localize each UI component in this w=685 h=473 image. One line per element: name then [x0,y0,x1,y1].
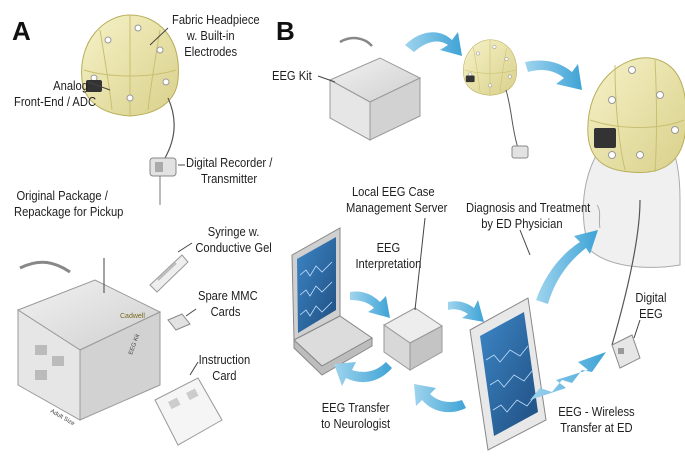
label-interpretation: EEG Interpretation [355,240,422,271]
panel-b-tablet [469,297,547,451]
label-recorder: Digital Recorder / Transmitter [186,155,273,186]
panel-b-server [383,217,443,371]
label-transfer-neurologist: EEG Transfer to Neurologist [321,400,391,431]
box-brand-text: Cadwell [120,313,145,320]
label-diagnosis: Diagnosis and Treatment by ED Physician [466,200,591,231]
label-server: Local EEG Case Management Server [346,184,448,215]
panel-a-recorder [149,157,185,205]
panel-a-headpiece [81,14,179,159]
arrow-server-to-laptop [334,362,392,386]
label-instruction-card: Instruction Card [198,352,251,383]
panel-a-syringe [149,242,193,293]
panel-b-eeg-kit [317,36,422,141]
panel-a-mmc-cards [167,308,197,331]
panel-b-digital-eeg [611,319,641,369]
leader-headpiece [149,27,169,46]
panel-a-instruction-card [154,361,223,446]
label-wireless-transfer: EEG - Wireless Transfer at ED [558,404,635,435]
arrow-kit-to-cap [405,32,462,56]
label-digital-eeg: Digital EEG [635,290,667,321]
panel-b-small-cap [463,39,529,159]
flow-arrows [334,32,606,413]
label-frontend: Analog Front-End / ADC [14,78,97,109]
panel-b-patient-head [582,57,685,346]
label-headpiece: Fabric Headpiece w. Built-in Electrodes [172,12,260,59]
arrow-tablet-to-head [536,230,598,304]
leader-frontend [87,81,111,91]
arrow-cap-to-head [525,60,582,90]
panel-a-letter: A [12,16,31,46]
label-syringe: Syringe w. Conductive Gel [195,224,272,255]
label-eeg-kit: EEG Kit [272,68,312,83]
leader-diagnosis [519,229,531,256]
arrow-tablet-to-laptop [414,384,466,413]
panel-b-letter: B [276,16,295,46]
arrow-wireless [530,352,606,400]
arrow-laptop-to-server [350,291,390,318]
label-mmc: Spare MMC Cards [198,288,258,319]
arrow-server-to-tablet [448,300,484,322]
panel-a-package [16,258,162,421]
label-package: Original Package / Repackage for Pickup [14,188,124,219]
panel-b-laptop [291,227,373,376]
